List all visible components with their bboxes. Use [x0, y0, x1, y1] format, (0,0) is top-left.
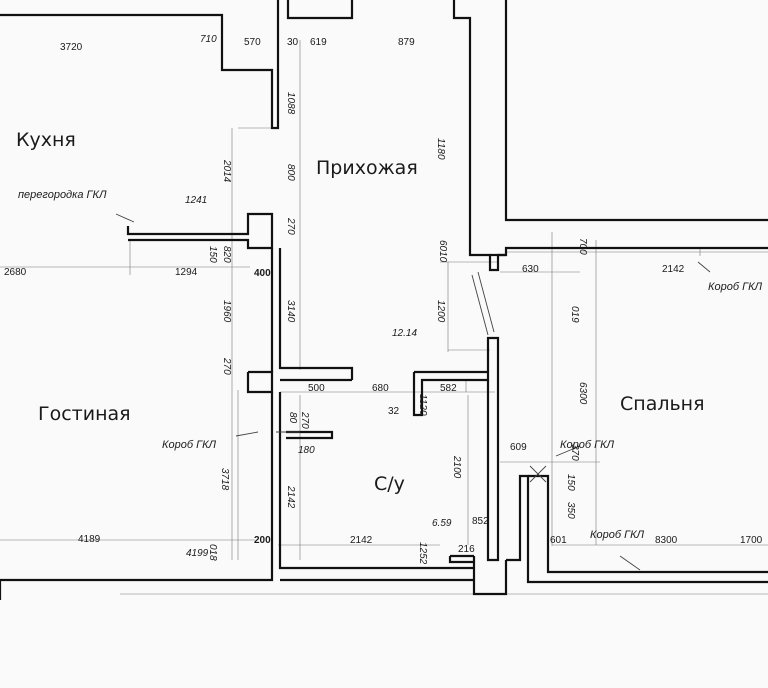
dim-label: 710 — [200, 34, 217, 45]
dim-label: 150 — [565, 474, 576, 491]
dim-label: 500 — [308, 383, 325, 394]
dim-label: 3720 — [60, 42, 83, 53]
dim-label: 601 — [550, 535, 567, 546]
dim-label: 2142 — [285, 485, 296, 509]
dim-label: 370 — [569, 444, 580, 461]
dim-label: 350 — [565, 502, 576, 519]
dimension-lines — [0, 40, 768, 595]
vertical-dimension-labels: 1088 1180 2014 800 270 150 820 6010 1200… — [207, 92, 588, 565]
dim-label: 1180 — [435, 138, 446, 160]
dim-label: 270 — [299, 411, 310, 429]
note-duct-bottom: Короб ГКЛ — [590, 529, 645, 541]
dim-label: 018 — [207, 544, 218, 561]
dim-label: 180 — [298, 445, 315, 456]
dim-label: 150 — [207, 246, 218, 263]
dim-label: 879 — [398, 37, 415, 48]
dim-label: 216 — [458, 544, 475, 555]
dim-label: 80 — [287, 412, 298, 424]
dim-label: 582 — [440, 383, 457, 394]
dim-label: 3140 — [285, 300, 296, 323]
room-living: Гостиная — [38, 403, 131, 425]
dim-label: 200 — [254, 535, 271, 546]
room-bedroom: Спальня — [620, 393, 705, 415]
dim-label: 270 — [221, 357, 232, 375]
dim-label: 1252 — [417, 542, 428, 565]
dimension-labels: 3720 710 570 30 619 879 1241 2680 1294 4… — [4, 34, 763, 559]
note-duct-center: Короб ГКЛ — [560, 439, 615, 451]
room-bathroom: С/у — [374, 473, 405, 495]
area-bathroom: 6.59 — [432, 518, 452, 529]
dim-label: 1088 — [285, 92, 296, 115]
dim-label: 8300 — [655, 535, 678, 546]
dim-label: 820 — [221, 246, 232, 263]
dim-label: 2142 — [350, 535, 373, 546]
dim-label: 2142 — [662, 264, 685, 275]
dim-label: 680 — [372, 383, 389, 394]
dim-label: 1960 — [221, 300, 232, 323]
dim-label: 852 — [472, 516, 489, 527]
dim-label: 2680 — [4, 267, 27, 278]
dim-label: 1241 — [185, 195, 207, 206]
dim-label: 1700 — [740, 535, 763, 546]
dim-label: 700 — [577, 238, 588, 255]
dim-label: 619 — [310, 37, 327, 48]
dim-label: 1120 — [417, 394, 428, 416]
dim-label: 019 — [569, 306, 580, 323]
dim-label: 4189 — [78, 534, 101, 545]
dim-label: 630 — [522, 264, 539, 275]
dim-label: 2014 — [221, 159, 232, 183]
dim-label: 4199 — [186, 548, 209, 559]
dim-label: 270 — [285, 217, 296, 235]
dim-label: 570 — [244, 37, 261, 48]
door-markers — [115, 213, 711, 571]
dim-label: 32 — [388, 406, 400, 417]
room-hallway: Прихожая — [316, 157, 418, 179]
dim-label: 3718 — [219, 468, 230, 491]
dim-label: 609 — [510, 442, 527, 453]
dim-label: 6300 — [577, 382, 588, 405]
dim-label: 800 — [285, 164, 296, 181]
note-duct-left: Короб ГКЛ — [162, 439, 217, 451]
dim-label: 6010 — [437, 240, 448, 263]
note-partition: перегородка ГКЛ — [18, 189, 107, 201]
dim-label: 2100 — [451, 455, 462, 479]
dim-label: 1294 — [175, 267, 198, 278]
room-kitchen: Кухня — [16, 129, 76, 151]
area-hallway: 12.14 — [392, 328, 417, 339]
dim-label: 400 — [254, 268, 271, 279]
note-duct-right: Короб ГКЛ — [708, 281, 763, 293]
dim-label: 30 — [287, 37, 299, 48]
dim-label: 1200 — [435, 300, 446, 323]
walls — [0, 0, 768, 600]
